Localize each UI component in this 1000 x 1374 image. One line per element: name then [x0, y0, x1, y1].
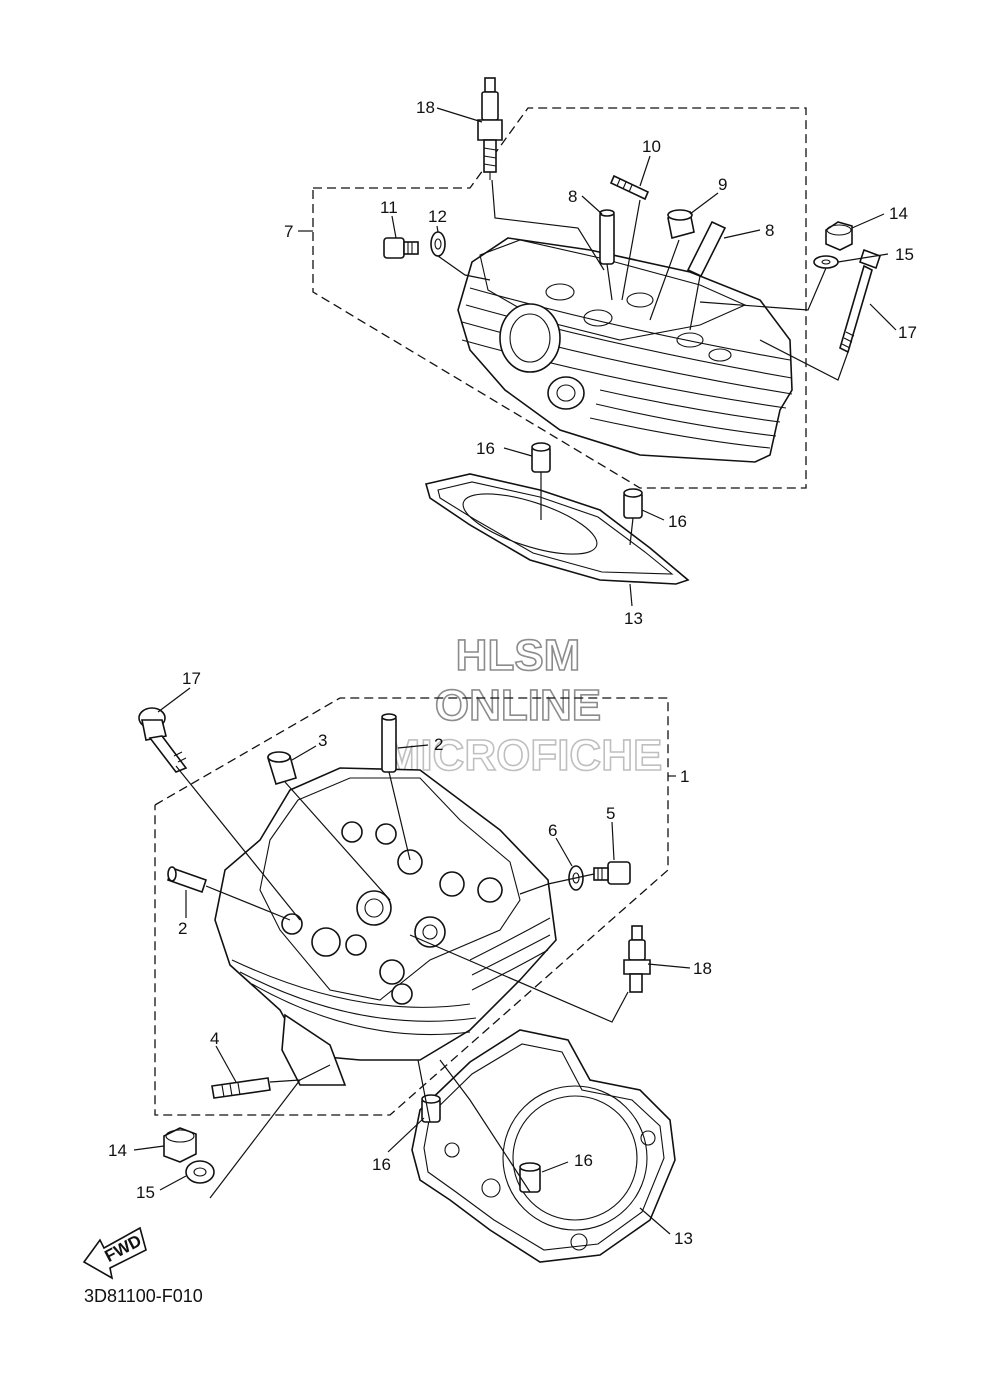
- callout-16: 16: [574, 1151, 593, 1170]
- bolt-11: [383, 237, 419, 259]
- callout-6: 6: [548, 821, 557, 840]
- fwd-arrow-icon: FWD: [82, 1226, 147, 1280]
- valve-guide-8b: [686, 220, 727, 278]
- bolt-5: [593, 861, 631, 885]
- dowel-pin-16-lower-a: [421, 1094, 441, 1123]
- bolt-17-lower: [138, 707, 188, 773]
- callout-2: 2: [434, 735, 443, 754]
- callout-16: 16: [476, 439, 495, 458]
- group-boundary-1: [154, 697, 669, 1116]
- plug-3: [266, 751, 297, 785]
- dowel-pin-16-upper-b: [623, 488, 643, 519]
- callout-10: 10: [642, 137, 661, 156]
- callout-5: 5: [606, 804, 615, 823]
- callout-9: 9: [718, 175, 727, 194]
- bolt-17-upper: [839, 248, 882, 354]
- group-boundary-7: [312, 107, 807, 489]
- callout-8: 8: [765, 221, 774, 240]
- valve-guide-8a: [599, 209, 615, 265]
- callout-16: 16: [372, 1155, 391, 1174]
- valve-guide-2b: [166, 866, 208, 894]
- nut-14-lower: [163, 1127, 197, 1163]
- callout-3: 3: [318, 731, 327, 750]
- callout-14: 14: [889, 204, 908, 223]
- callout-18: 18: [693, 959, 712, 978]
- washer-15-upper: [813, 255, 839, 269]
- callout-15: 15: [136, 1183, 155, 1202]
- callout-7: 7: [284, 222, 293, 241]
- callout-16: 16: [668, 512, 687, 531]
- dowel-pin-16-upper-a: [531, 442, 551, 473]
- stud-bolt-4: [211, 1077, 271, 1099]
- watermark-line-2: ONLINE: [435, 681, 601, 730]
- callout-12: 12: [428, 207, 447, 226]
- callout-17: 17: [898, 323, 917, 342]
- washer-15-lower: [185, 1160, 215, 1184]
- spark-plug-18-upper: [477, 77, 503, 180]
- dowel-pin-16-lower-b: [519, 1162, 541, 1193]
- watermark: HLSM ONLINE MICROFICHE: [383, 630, 663, 781]
- nut-14-upper: [825, 221, 853, 251]
- spark-plug-18-lower: [623, 925, 651, 993]
- callout-8: 8: [568, 187, 577, 206]
- lower-assembly: FWD 17 3 2 1 6 5 2 18: [82, 669, 712, 1280]
- cylinder-head-upper: [457, 237, 793, 463]
- callout-13: 13: [624, 609, 643, 628]
- callout-11: 11: [380, 198, 398, 217]
- callout-17: 17: [182, 669, 201, 688]
- callout-4: 4: [210, 1029, 219, 1048]
- valve-guide-2a: [381, 713, 397, 773]
- washer-12: [430, 231, 446, 257]
- cylinder-head-lower: [214, 767, 557, 1086]
- callout-15: 15: [895, 245, 914, 264]
- callout-13: 13: [674, 1229, 693, 1248]
- stud-bolt-10: [609, 174, 650, 201]
- head-gasket-upper: [424, 473, 690, 585]
- callout-18: 18: [416, 98, 435, 117]
- watermark-line-3: MICROFICHE: [384, 731, 663, 780]
- upper-assembly: 18 10 9 8 8 7 11 12 14 15 17 16 16 13: [284, 77, 917, 628]
- callout-14: 14: [108, 1141, 127, 1160]
- diagram-code: 3D81100-F010: [84, 1286, 203, 1306]
- callout-1: 1: [680, 767, 689, 786]
- plug-9: [667, 209, 695, 239]
- callout-2: 2: [178, 919, 187, 938]
- watermark-line-1: HLSM: [456, 631, 581, 680]
- head-gasket-lower: [411, 1029, 676, 1263]
